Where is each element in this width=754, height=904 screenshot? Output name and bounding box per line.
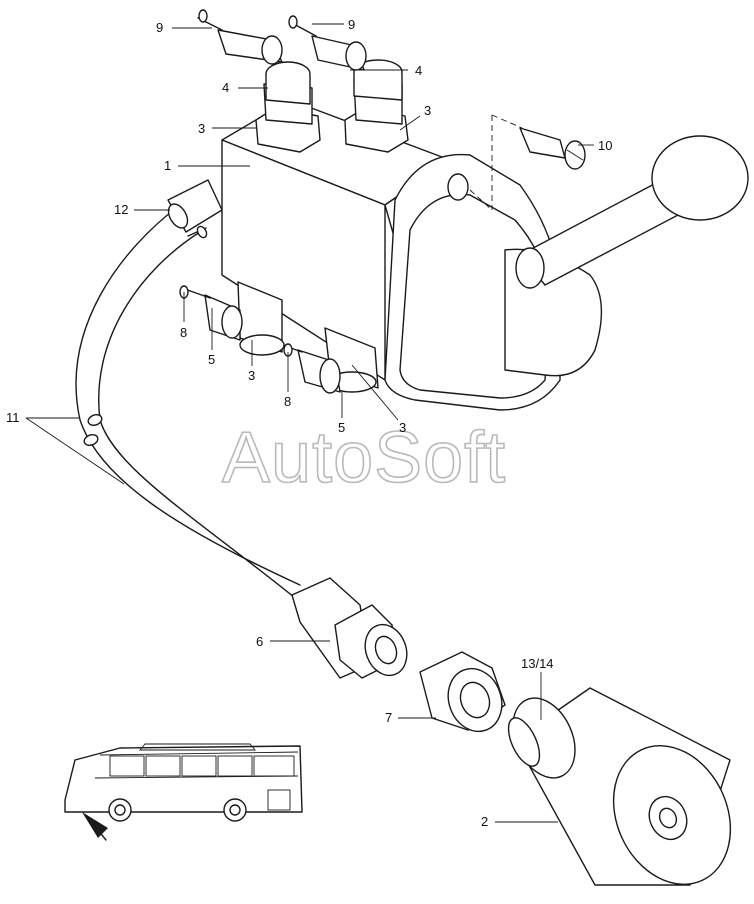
callout-10: 10 [598, 138, 612, 153]
top-fitting-right [344, 59, 409, 153]
callout-4-right: 4 [415, 63, 422, 78]
callout-12: 12 [114, 202, 128, 217]
callout-2: 2 [481, 814, 488, 829]
leader-lines [25, 23, 594, 823]
callout-9-left: 9 [156, 20, 163, 35]
callout-1: 1 [164, 158, 171, 173]
callout-4-left: 4 [222, 80, 229, 95]
callout-3-bottom-left: 3 [248, 368, 255, 383]
screw-10 [469, 114, 586, 211]
pressure-cylinder-2 [512, 687, 732, 886]
callout-8-left: 8 [180, 325, 187, 340]
callout-3-top-left: 3 [198, 121, 205, 136]
air-hose [75, 204, 311, 611]
watermark: AutoSoft [222, 418, 506, 498]
lever-handle [515, 135, 749, 289]
hose-coupling-6 [291, 577, 408, 679]
seal-13-14 [507, 717, 541, 767]
callout-labels: 9 9 4 4 3 3 1 10 12 8 5 3 8 5 3 11 6 7 1… [6, 17, 612, 829]
callout-3-bottom-right: 3 [399, 420, 406, 435]
callout-6: 6 [256, 634, 263, 649]
callout-9-right: 9 [348, 17, 355, 32]
callout-13-14: 13/14 [521, 656, 554, 671]
bottom-fitting-left [237, 281, 285, 356]
callout-5-right: 5 [338, 420, 345, 435]
callout-8-right: 8 [284, 394, 291, 409]
callout-7: 7 [385, 710, 392, 725]
callout-11: 11 [6, 410, 20, 425]
elbow-9-left [197, 9, 283, 65]
bus-locator-thumbnail [64, 743, 303, 841]
hand-valve-housing [384, 153, 603, 411]
callout-5-left: 5 [208, 352, 215, 367]
elbow-5-right [283, 343, 341, 394]
top-fitting-left [255, 61, 321, 153]
hose-fitting-12 [167, 179, 223, 239]
callout-3-top-right: 3 [424, 103, 431, 118]
nut-7 [419, 651, 506, 733]
elbow-5-left [179, 285, 243, 341]
